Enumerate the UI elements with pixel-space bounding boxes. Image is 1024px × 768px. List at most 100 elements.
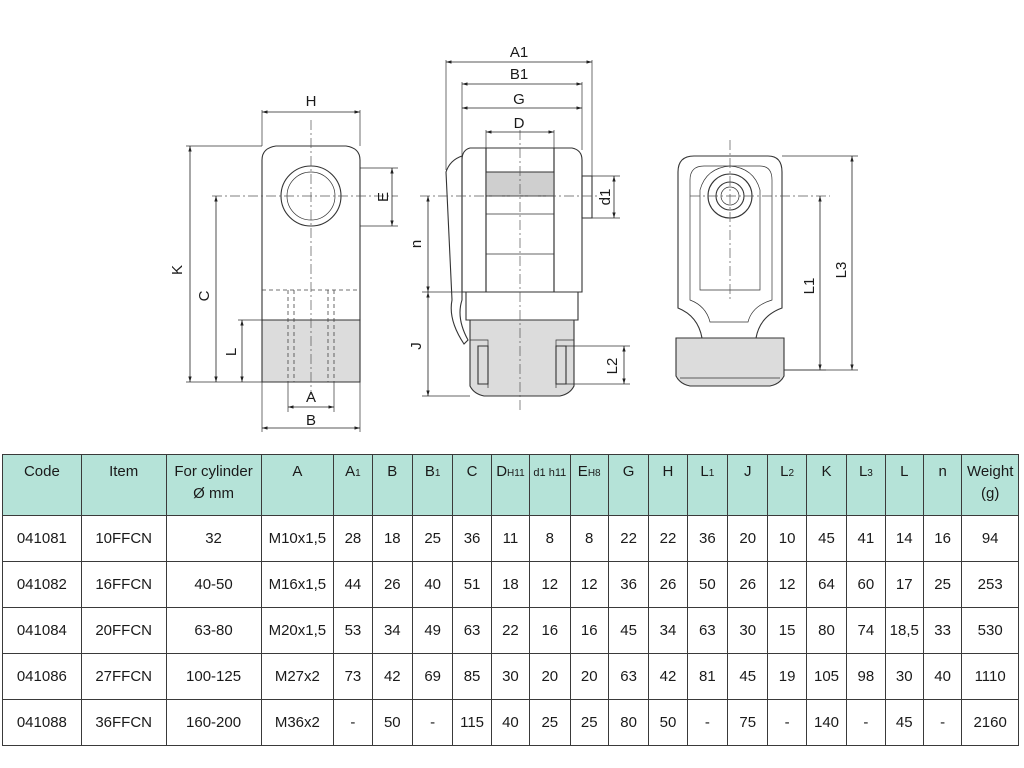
table-cell: 14 <box>884 515 924 562</box>
dim-A: A <box>306 389 316 406</box>
table-cell: 19 <box>767 653 807 700</box>
column-header: L2 <box>767 454 807 516</box>
side-view: A1 B1 G D d1 n J L2 <box>408 44 630 410</box>
table-cell: 45 <box>805 515 848 562</box>
dim-L3: L3 <box>833 262 850 279</box>
table-cell: 36FFCN <box>80 699 167 746</box>
table-cell: 63 <box>452 607 492 654</box>
table-cell: 253 <box>961 561 1019 608</box>
column-header: K <box>805 454 848 516</box>
dim-L: L <box>223 348 240 356</box>
table-cell: 530 <box>961 607 1019 654</box>
table-cell: M16x1,5 <box>260 561 335 608</box>
column-header: DH11 <box>490 454 531 516</box>
table-cell: 34 <box>371 607 413 654</box>
column-header: EH8 <box>569 454 609 516</box>
table-cell: 30 <box>884 653 924 700</box>
table-cell: 40 <box>490 699 531 746</box>
table-cell: 36 <box>607 561 650 608</box>
table-cell: - <box>846 699 886 746</box>
column-header: J <box>727 454 769 516</box>
table-cell: - <box>686 699 729 746</box>
dim-G: G <box>513 91 525 108</box>
table-cell: 30 <box>727 607 769 654</box>
table-cell: 11 <box>490 515 531 562</box>
table-cell: 33 <box>922 607 963 654</box>
table-cell: 69 <box>411 653 454 700</box>
table-cell: 10 <box>767 515 807 562</box>
table-cell: 42 <box>648 653 688 700</box>
table-cell: 16 <box>922 515 963 562</box>
table-cell: 45 <box>607 607 650 654</box>
dim-K: K <box>169 265 186 275</box>
table-cell: 80 <box>607 699 650 746</box>
table-cell: 18 <box>371 515 413 562</box>
table-cell: 40 <box>411 561 454 608</box>
table-cell: 34 <box>648 607 688 654</box>
table-cell: 49 <box>411 607 454 654</box>
table-cell: 18 <box>490 561 531 608</box>
table-cell: 63-80 <box>165 607 262 654</box>
table-cell: 041086 <box>2 653 82 700</box>
table-cell: 40-50 <box>165 561 262 608</box>
table-cell: 17 <box>884 561 924 608</box>
table-cell: - <box>411 699 454 746</box>
table-cell: 15 <box>767 607 807 654</box>
column-header: Code <box>2 454 82 516</box>
column-header: B <box>371 454 413 516</box>
table-cell: 45 <box>727 653 769 700</box>
dim-E: E <box>375 192 392 202</box>
table-cell: 115 <box>452 699 492 746</box>
table-cell: 25 <box>922 561 963 608</box>
table-cell: 41 <box>846 515 886 562</box>
column-header: d1 h11 <box>529 454 571 516</box>
table-cell: 60 <box>846 561 886 608</box>
table-cell: 16FFCN <box>80 561 167 608</box>
table-cell: - <box>922 699 963 746</box>
table-cell: M10x1,5 <box>260 515 335 562</box>
table-cell: 74 <box>846 607 886 654</box>
table-cell: 1110 <box>961 653 1019 700</box>
dim-C: C <box>196 290 213 301</box>
dim-D: D <box>514 115 525 132</box>
table-cell: 10FFCN <box>80 515 167 562</box>
table-cell: 20 <box>569 653 609 700</box>
table-cell: 041081 <box>2 515 82 562</box>
table-cell: 18,5 <box>884 607 924 654</box>
table-cell: 45 <box>884 699 924 746</box>
column-header: H <box>648 454 688 516</box>
table-cell: 16 <box>529 607 571 654</box>
table-cell: 28 <box>333 515 373 562</box>
table-cell: 160-200 <box>165 699 262 746</box>
dim-n: n <box>408 240 425 248</box>
table-cell: 42 <box>371 653 413 700</box>
table-cell: 26 <box>371 561 413 608</box>
table-cell: 51 <box>452 561 492 608</box>
table-cell: 22 <box>648 515 688 562</box>
column-header: L1 <box>686 454 729 516</box>
table-cell: M36x2 <box>260 699 335 746</box>
table-cell: 12 <box>569 561 609 608</box>
table-cell: 50 <box>371 699 413 746</box>
dim-B1: B1 <box>510 66 528 83</box>
table-cell: 80 <box>805 607 848 654</box>
table-cell: 041084 <box>2 607 82 654</box>
column-header: B1 <box>411 454 454 516</box>
table-cell: 25 <box>569 699 609 746</box>
column-header: A <box>260 454 335 516</box>
table-cell: 041088 <box>2 699 82 746</box>
table-cell: 12 <box>529 561 571 608</box>
dim-J: J <box>408 342 425 350</box>
table-cell: 50 <box>648 699 688 746</box>
table-cell: 041082 <box>2 561 82 608</box>
table-cell: 100-125 <box>165 653 262 700</box>
table-cell: 16 <box>569 607 609 654</box>
dim-L2: L2 <box>604 358 621 375</box>
